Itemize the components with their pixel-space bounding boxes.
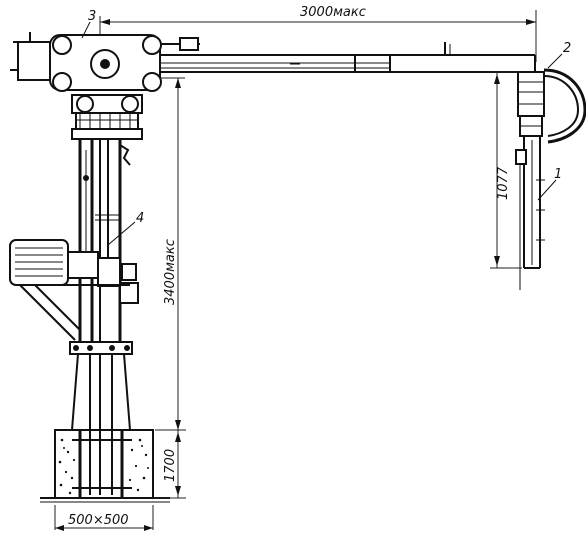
foundation-depth-dimension: 1700	[155, 429, 186, 499]
foundation-depth-label: 1700	[163, 449, 178, 482]
callout-4-label: 4	[136, 211, 144, 226]
callout-2: 2	[547, 41, 571, 69]
hose-length-dimension: 1077	[490, 71, 522, 269]
reach-dimension: 3000макс	[99, 5, 537, 62]
turntable	[71, 94, 143, 140]
reach-dimension-label: 3000макс	[300, 5, 366, 20]
delivery-pipe	[515, 68, 586, 290]
callout-1: 1	[537, 167, 562, 201]
height-dimension: 3400макс	[160, 77, 185, 430]
boom-arm	[160, 42, 536, 75]
base-flange	[69, 341, 133, 495]
callout-3-label: 3	[88, 9, 96, 24]
height-dimension-label: 3400макс	[163, 239, 178, 305]
callout-4: 4	[107, 211, 144, 246]
foundation-size-label: 500×500	[68, 513, 129, 528]
callout-3: 3	[81, 9, 96, 39]
callout-1-label: 1	[554, 167, 562, 182]
foundation-size-dimension: 500×500	[54, 505, 154, 531]
slewing-head	[10, 32, 200, 92]
callout-2-label: 2	[563, 41, 571, 56]
column	[78, 140, 131, 345]
foundation	[40, 429, 170, 503]
electric-motor	[9, 239, 139, 341]
hose-length-label: 1077	[496, 166, 511, 200]
